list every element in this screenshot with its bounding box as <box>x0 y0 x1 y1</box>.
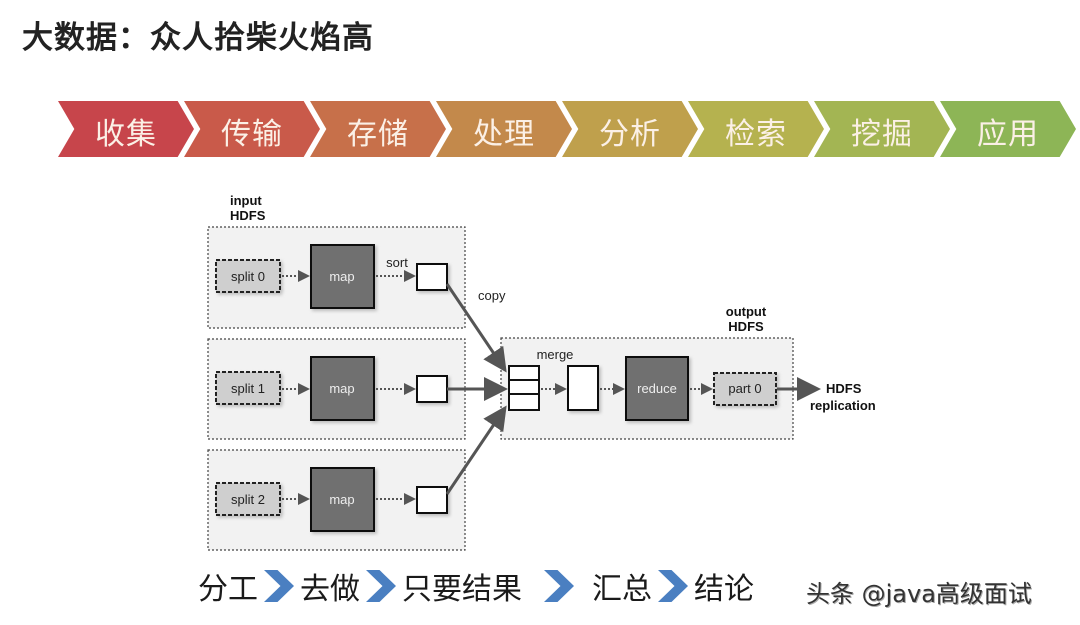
merge-input-buffer-3 <box>508 393 540 411</box>
sort-label: sort <box>386 255 408 270</box>
reduce-label: reduce <box>637 381 677 396</box>
stage-collect: 收集 <box>58 101 194 157</box>
stage-mine: 挖掘 <box>814 101 950 157</box>
replication-label-2: replication <box>810 398 876 413</box>
stage-analyze: 分析 <box>562 101 698 157</box>
split-1-box <box>215 371 281 405</box>
split-0-label: split 0 <box>231 269 265 284</box>
copy-label: copy <box>478 288 506 303</box>
copy-arrow-0 <box>445 283 507 373</box>
split-2-box <box>215 482 281 516</box>
split-2-label: split 2 <box>231 492 265 507</box>
stage-label: 收集 <box>95 117 157 152</box>
copy-arrow-2 <box>445 405 507 495</box>
chevron-right-icon <box>544 570 574 602</box>
bottom-flow: 分工 去做 只要结果 汇总 结论 <box>198 566 754 607</box>
map-0-box <box>310 244 375 309</box>
map-1-box <box>310 356 375 421</box>
stage-search: 检索 <box>688 101 824 157</box>
chevron-right-icon <box>658 570 688 602</box>
flow-step-result: 只要结果 <box>402 572 522 607</box>
stage-label: 应用 <box>977 117 1039 152</box>
map-1-label: map <box>329 381 354 396</box>
stage-label: 传输 <box>221 117 283 152</box>
input-hdfs-label-2: HDFS <box>230 208 266 223</box>
merge-input-buffer-1 <box>508 365 540 381</box>
merge-label: merge <box>537 347 574 362</box>
part-0-label: part 0 <box>728 381 761 396</box>
chevron-right-icon <box>264 570 294 602</box>
map-1-output-buffer <box>416 375 448 403</box>
chevron-right-icon <box>366 570 396 602</box>
flow-step-summarize: 汇总 <box>592 572 652 607</box>
stage-label: 处理 <box>473 117 535 152</box>
stage-apply: 应用 <box>940 101 1076 157</box>
input-hdfs-label: input <box>230 193 262 208</box>
stage-label: 分析 <box>599 117 661 152</box>
stage-storage: 存储 <box>310 101 446 157</box>
output-hdfs-label: output <box>726 304 767 319</box>
stage-label: 挖掘 <box>851 117 913 152</box>
merge-input-buffer-2 <box>508 379 540 395</box>
map-2-box <box>310 467 375 532</box>
split-1-label: split 1 <box>231 381 265 396</box>
flow-step-divide: 分工 <box>198 572 258 607</box>
watermark: 头条 @java高级面试 <box>806 580 1032 608</box>
output-hdfs-label-2: HDFS <box>728 319 764 334</box>
split-0-box <box>215 259 281 293</box>
pipeline-chevrons: 收集 传输 存储 处理 分析 检索 挖掘 应用 <box>58 101 1080 157</box>
part-0-box <box>713 372 777 406</box>
flow-step-do: 去做 <box>300 572 360 607</box>
stage-process: 处理 <box>436 101 572 157</box>
map-0-output-buffer <box>416 263 448 291</box>
reduce-box <box>625 356 689 421</box>
stage-label: 检索 <box>725 117 787 152</box>
map-0-label: map <box>329 269 354 284</box>
replication-label: HDFS <box>826 381 862 396</box>
merged-buffer <box>567 365 599 411</box>
stage-transfer: 传输 <box>184 101 320 157</box>
map-2-output-buffer <box>416 486 448 514</box>
stage-label: 存储 <box>347 117 409 152</box>
page-title: 大数据：众人拾柴火焰高 <box>22 20 374 56</box>
map-2-label: map <box>329 492 354 507</box>
flow-step-conclusion: 结论 <box>694 572 754 607</box>
